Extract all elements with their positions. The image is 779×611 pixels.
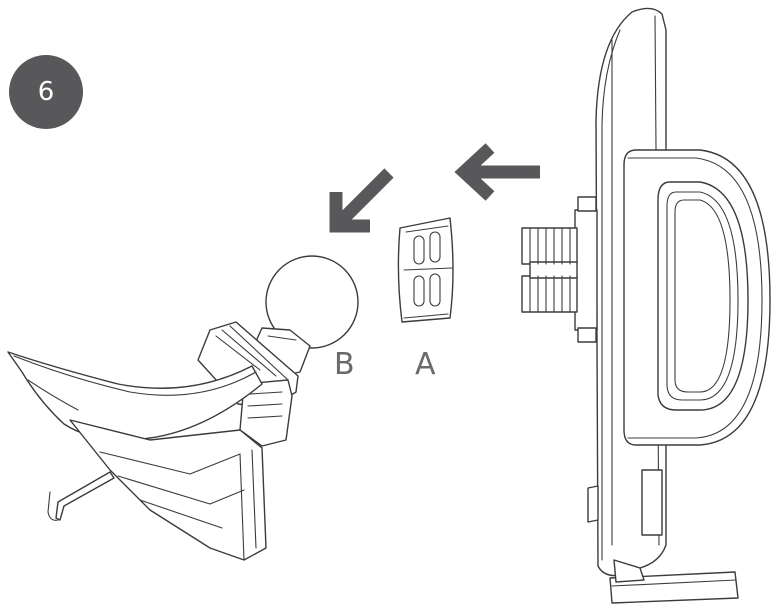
part-label-b: B — [334, 347, 355, 382]
step-number: 6 — [37, 77, 55, 107]
arrow-left-icon — [454, 143, 540, 201]
phone-holder — [521, 7, 771, 604]
part-label-a: A — [415, 347, 436, 382]
arrow-down-left-icon — [329, 168, 394, 233]
step-number-badge: 6 — [9, 55, 83, 129]
vent-clip — [7, 255, 359, 561]
locking-nut — [397, 217, 454, 323]
